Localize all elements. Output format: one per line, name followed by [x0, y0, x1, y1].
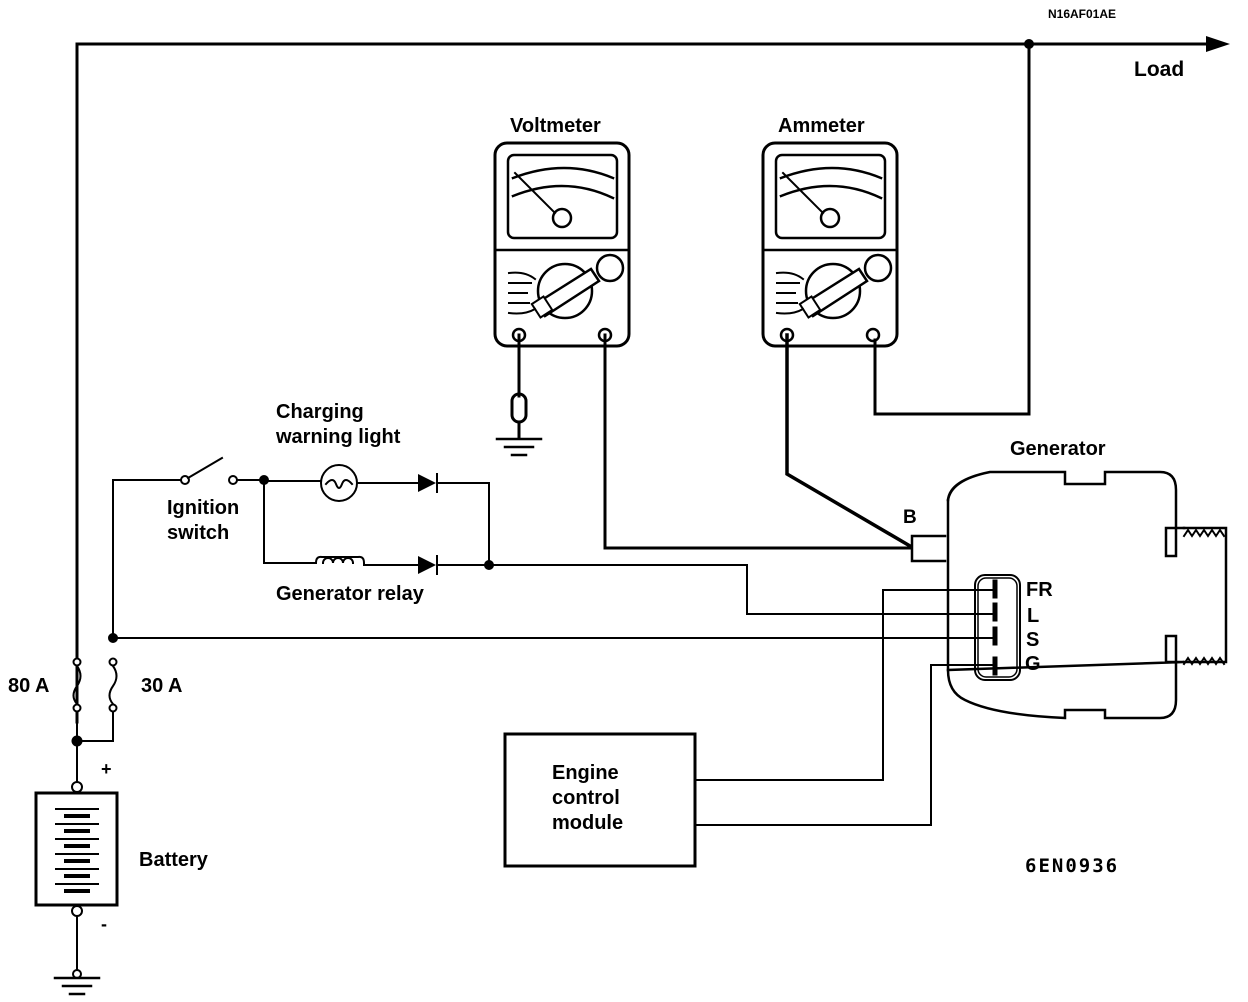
battery-label: Battery: [139, 849, 209, 871]
ignition-switch: [112, 456, 265, 638]
battery: [34, 781, 119, 917]
terminal-g-label: G: [1025, 653, 1041, 675]
l-terminal-wire: [488, 564, 996, 615]
ground-icon: [53, 969, 101, 996]
ammeter: [761, 141, 899, 348]
adjust-knob-icon: [595, 253, 625, 283]
terminal-s-label: S: [1026, 629, 1039, 651]
load-label: Load: [1134, 58, 1184, 81]
fuse-80a: [72, 657, 82, 713]
charging-warning-light-label-2: warning light: [275, 426, 401, 448]
drawing-number: 6EN0936: [1025, 855, 1119, 877]
ground-icon: [495, 437, 543, 457]
voltmeter-leads: [495, 333, 912, 550]
terminal-fr-label: FR: [1026, 579, 1053, 601]
adjust-knob-icon: [863, 253, 893, 283]
probe-clip-icon: [510, 392, 528, 424]
fr-terminal-wire: [694, 589, 996, 781]
diode-icon: [418, 474, 436, 492]
diode-icon: [418, 556, 436, 574]
engine-control-module: [503, 732, 697, 868]
needle-icon: [513, 171, 557, 215]
fuse-icon: [108, 664, 118, 706]
generator-relay-label: Generator relay: [276, 583, 425, 605]
battery-minus-label: -: [101, 914, 107, 934]
voltmeter-label: Voltmeter: [510, 115, 601, 137]
charging-warning-light: [263, 464, 490, 566]
ammeter-label: Ammeter: [778, 115, 865, 137]
g-terminal-wire: [694, 664, 996, 826]
battery-plus-label: +: [101, 759, 112, 779]
fuse-30a-feed: [76, 711, 114, 742]
range-dial-icon: [536, 262, 594, 320]
pulley-icon: [1182, 526, 1228, 664]
terminal-b-label: B: [903, 507, 917, 528]
ecm-label-1: Engine: [552, 762, 619, 784]
generator-label: Generator: [1010, 438, 1106, 460]
fuse-80a-label: 80 A: [8, 675, 50, 697]
fuse-icon: [72, 664, 82, 706]
fuse-30a-label: 30 A: [141, 675, 183, 697]
generator: [946, 470, 1228, 720]
figure-code: N16AF01AE: [1048, 7, 1116, 21]
ecm-label-3: module: [552, 812, 623, 834]
relay-coil-icon: [321, 557, 355, 565]
charging-warning-light-label-1: Charging: [276, 401, 364, 423]
range-dial-icon: [804, 262, 862, 320]
fuse-30a: [108, 657, 118, 713]
load-arrow-icon: [1206, 36, 1230, 52]
ecm-label-2: control: [552, 787, 620, 809]
battery-cells-icon: [55, 808, 99, 893]
ignition-switch-label-2: switch: [167, 522, 229, 544]
needle-icon: [781, 171, 825, 215]
terminal-positive-icon: [865, 327, 881, 343]
ignition-switch-label-1: Ignition: [167, 497, 239, 519]
voltmeter: [493, 141, 631, 348]
junction-dot: [71, 735, 83, 747]
junction-dot: [108, 633, 118, 643]
ammeter-lead-to-b: [785, 333, 913, 549]
terminal-b: [910, 534, 947, 563]
generator-relay: [263, 479, 490, 575]
terminal-l-label: L: [1027, 605, 1039, 627]
load-feed-wire: [75, 36, 1230, 724]
